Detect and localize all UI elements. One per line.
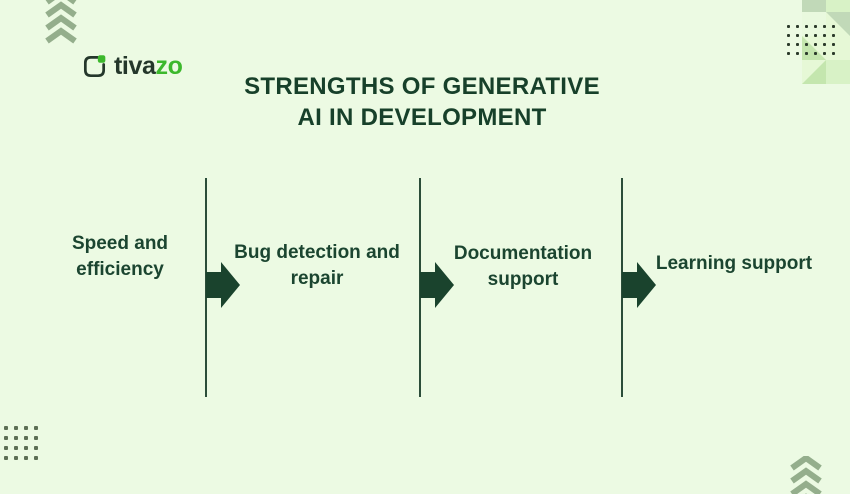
page-title: STRENGTHS OF GENERATIVE AI IN DEVELOPMEN… xyxy=(244,73,600,132)
flow-item-learning-support: Learning support xyxy=(655,253,813,274)
dot xyxy=(24,426,28,430)
dot xyxy=(4,426,8,430)
dot xyxy=(796,25,799,28)
dot xyxy=(832,25,835,28)
dot xyxy=(832,43,835,46)
dot xyxy=(34,426,38,430)
dot xyxy=(823,34,826,37)
dot xyxy=(787,25,790,28)
dot xyxy=(823,52,826,55)
dot xyxy=(823,43,826,46)
arrow-right-icon xyxy=(206,262,240,308)
tivazo-logo-icon xyxy=(83,54,106,77)
dot xyxy=(805,43,808,46)
dot xyxy=(814,34,817,37)
dot xyxy=(796,43,799,46)
chevrons-up-icon xyxy=(45,0,77,44)
brand-name-prefix: tiva xyxy=(114,52,156,80)
dot xyxy=(796,34,799,37)
dot xyxy=(24,436,28,440)
pattern-cell xyxy=(802,0,826,12)
dot xyxy=(34,446,38,450)
flow-item-documentation-support: Documentation support xyxy=(453,243,593,290)
pattern-cell xyxy=(826,36,850,60)
dot xyxy=(814,25,817,28)
dot xyxy=(787,34,790,37)
dot xyxy=(787,43,790,46)
triangle-pattern-decoration xyxy=(802,0,850,84)
dot xyxy=(4,456,8,460)
dot xyxy=(24,446,28,450)
dot xyxy=(805,25,808,28)
pattern-cell xyxy=(802,12,826,36)
dot xyxy=(796,52,799,55)
pattern-cell xyxy=(826,60,850,84)
pattern-cell xyxy=(826,12,850,36)
dot xyxy=(832,34,835,37)
dot xyxy=(14,456,18,460)
dot xyxy=(24,456,28,460)
dot xyxy=(34,456,38,460)
dot xyxy=(14,426,18,430)
dot xyxy=(832,52,835,55)
divider-line xyxy=(419,178,421,397)
flow-item-bug-detection-and-repair: Bug detection and repair xyxy=(234,242,400,289)
dot xyxy=(814,43,817,46)
dot xyxy=(4,436,8,440)
dot xyxy=(805,34,808,37)
flow-item-speed-and-efficiency: Speed and efficiency xyxy=(71,233,169,280)
pattern-cell xyxy=(802,60,826,84)
chevrons-up-icon xyxy=(790,456,822,494)
divider-line xyxy=(621,178,623,397)
dot xyxy=(4,446,8,450)
pattern-cell xyxy=(802,36,826,60)
divider-line xyxy=(205,178,207,397)
dot xyxy=(805,52,808,55)
logo: tivazo xyxy=(82,52,183,80)
arrow-right-icon xyxy=(622,262,656,308)
arrow-right-icon xyxy=(420,262,454,308)
brand-name: tivazo xyxy=(114,52,183,80)
brand-name-suffix: zo xyxy=(155,52,183,80)
pattern-cell xyxy=(826,0,850,12)
dot xyxy=(823,25,826,28)
dot xyxy=(787,52,790,55)
dot xyxy=(814,52,817,55)
dot xyxy=(34,436,38,440)
dot xyxy=(14,446,18,450)
dot xyxy=(14,436,18,440)
